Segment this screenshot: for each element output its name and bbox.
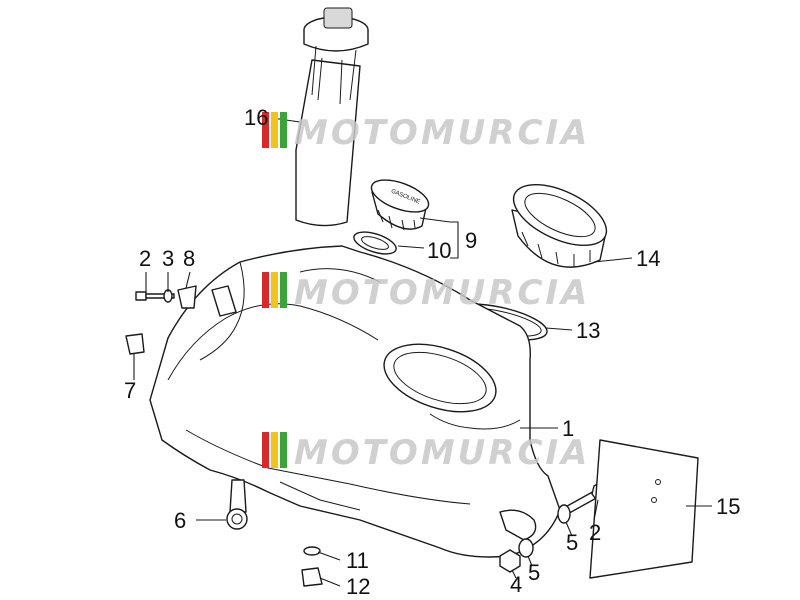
watermark-middle: MOTOMURCIA bbox=[262, 272, 590, 313]
callout-3: 3 bbox=[162, 246, 174, 271]
clip-nut-8 bbox=[177, 285, 197, 309]
fuel-cap: GASOLINE bbox=[370, 179, 430, 231]
leader-lines bbox=[133, 117, 712, 587]
fuel-level-sender bbox=[295, 7, 369, 227]
callout-4: 4 bbox=[510, 572, 522, 597]
ring-nut bbox=[511, 183, 608, 268]
callout-11: 11 bbox=[346, 548, 369, 573]
callout-2-top: 2 bbox=[139, 246, 151, 271]
spring-nut-7 bbox=[125, 333, 145, 355]
callout-5-bottom: 5 bbox=[528, 560, 540, 585]
clip-nut-12 bbox=[301, 567, 323, 587]
fuel-tank bbox=[149, 245, 561, 558]
watermark-text: MOTOMURCIA bbox=[294, 273, 590, 313]
cap-gasket bbox=[353, 231, 397, 255]
rubber-plate bbox=[589, 439, 699, 579]
callout-14: 14 bbox=[636, 246, 660, 271]
watermark-top: MOTOMURCIA bbox=[262, 112, 590, 153]
watermark-bottom: MOTOMURCIA bbox=[262, 432, 590, 473]
callout-12: 12 bbox=[346, 574, 370, 599]
nut-4 bbox=[499, 549, 521, 573]
callout-1: 1 bbox=[562, 416, 574, 441]
watermark-text: MOTOMURCIA bbox=[294, 113, 590, 153]
callout-7: 7 bbox=[124, 378, 136, 403]
callout-10: 10 bbox=[427, 238, 451, 263]
washer-11 bbox=[303, 546, 321, 556]
callout-8: 8 bbox=[183, 246, 195, 271]
callout-numbers: 16 2 3 8 10 9 14 13 7 1 15 2 5 6 11 12 4… bbox=[124, 105, 740, 599]
washer-5a bbox=[557, 504, 571, 524]
callout-6: 6 bbox=[174, 508, 186, 533]
washer-5b bbox=[518, 538, 534, 558]
callout-5-right: 5 bbox=[566, 530, 578, 555]
watermark-text: MOTOMURCIA bbox=[294, 433, 590, 473]
callout-15: 15 bbox=[716, 494, 740, 519]
grommet-6 bbox=[226, 508, 248, 530]
callout-16: 16 bbox=[244, 105, 268, 130]
callout-9: 9 bbox=[465, 228, 477, 253]
callout-2-right: 2 bbox=[589, 520, 601, 545]
callout-13: 13 bbox=[576, 318, 600, 343]
